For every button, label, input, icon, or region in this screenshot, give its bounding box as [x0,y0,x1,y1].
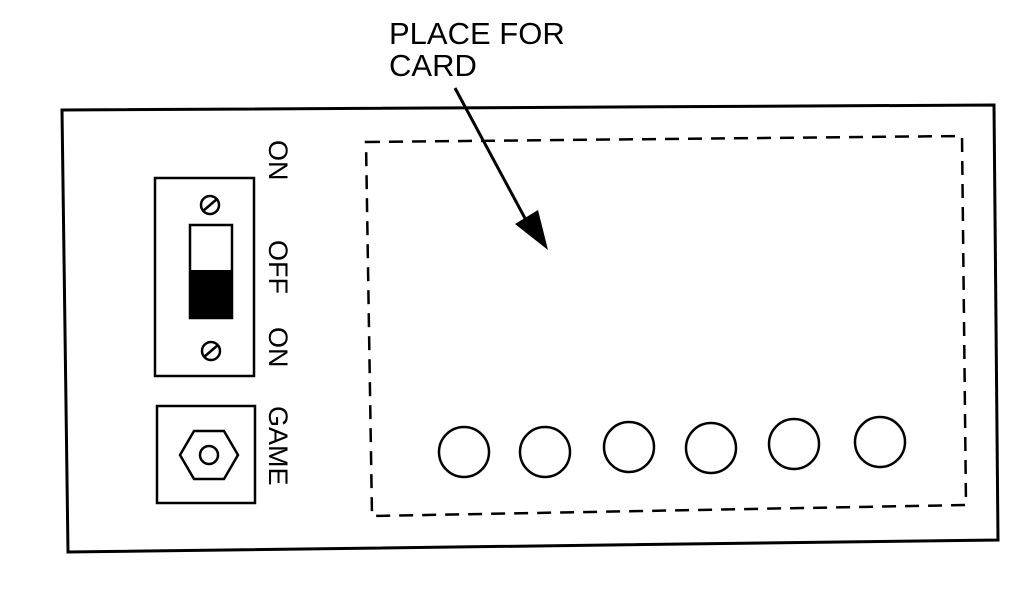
switch-label-on-bottom: ON [263,327,293,368]
round-button-5[interactable] [767,417,821,471]
screw-icon [200,340,222,362]
switch-label-on-top: ON [263,140,293,181]
round-button-2[interactable] [518,425,572,479]
round-button-3[interactable] [602,420,656,474]
round-button-6[interactable] [853,415,907,469]
panel-outline [60,103,1000,554]
round-button-4[interactable] [684,421,738,475]
callout-line-2: CARD [389,48,477,83]
callout-line-1: PLACE FOR [389,16,565,51]
switch-plate [153,176,256,378]
screw-icon [199,194,221,216]
button-row [437,415,907,479]
game-label: GAME [263,406,293,486]
card-area [364,134,968,518]
card-callout: PLACE FOR CARD [389,18,565,82]
arrow-icon [453,87,548,250]
switch-label-off: OFF [263,240,293,294]
toggle-switch-icon[interactable] [188,223,234,320]
hex-nut-icon[interactable] [178,429,240,481]
round-button-1[interactable] [437,425,491,479]
game-button-plate [155,404,257,505]
